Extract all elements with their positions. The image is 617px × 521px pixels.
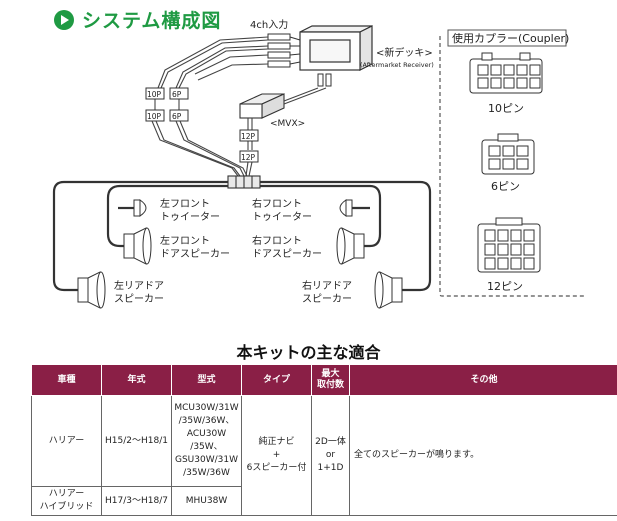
header-year: 年式 <box>101 364 172 396</box>
input-label: 4ch入力 <box>250 18 288 31</box>
main-harness <box>151 120 248 177</box>
coupler-10pin-label: 10ピン <box>488 102 524 115</box>
cell-other: 全てのスピーカーが鳴ります。 <box>349 395 617 516</box>
code-line: /35W/36W <box>183 468 230 478</box>
lf-tweeter-label-2: トゥイーター <box>160 211 220 223</box>
header-type: タイプ <box>241 364 312 396</box>
rf-tweeter-label-2: トゥイーター <box>252 211 312 223</box>
lr-door-label-1: 左リアドア <box>114 279 164 292</box>
cell-code: MCU30W/31W /35W/36W、 ACU30W /35W、 GSU30W… <box>171 395 242 487</box>
fitment-title: 本キットの主な適合 <box>236 343 381 362</box>
table-row: ハリアー H15/2〜H18/1 MCU30W/31W /35W/36W、 AC… <box>31 395 617 516</box>
left-rear-door-speaker-icon <box>77 271 106 309</box>
conn-6p-upper: 6P <box>172 90 182 99</box>
type-line: 6スピーカー付 <box>246 463 307 473</box>
conn-10p-upper: 10P <box>147 90 162 99</box>
code-line: /35W、 <box>190 442 223 452</box>
table-row: ハリアー ハイブリッド H17/3〜H18/7 MHU38W <box>31 486 617 516</box>
code-line: MCU30W/31W <box>174 403 239 413</box>
header-max: 最大 取付数 <box>311 364 350 396</box>
cell-max: 2D一体 or 1+1D <box>311 395 350 516</box>
aftermarket-deck-icon <box>299 25 373 71</box>
rr-door-label-2: スピーカー <box>302 293 352 305</box>
max-line: 1+1D <box>317 463 344 473</box>
conn-6p-lower: 6P <box>172 112 182 121</box>
cell-model: ハリアー <box>31 395 102 487</box>
rf-door-label-1: 右フロント <box>252 234 302 247</box>
hub-connector-icon <box>227 175 261 189</box>
lf-tweeter-label-1: 左フロント <box>160 197 210 210</box>
coupler-box <box>439 36 584 297</box>
right-rear-door-speaker-icon <box>374 271 403 309</box>
connector-12p-pair <box>239 129 259 163</box>
code-line: GSU30W/31W <box>174 455 238 465</box>
model-line: ハイブリッド <box>39 502 94 512</box>
cell-code: MHU38W <box>171 486 242 516</box>
diagram-title: システム構成図 <box>82 10 222 32</box>
rr-door-label-1: 右リアドア <box>302 279 352 292</box>
coupler-12pin-icon <box>477 217 541 273</box>
left-front-door-speaker-icon <box>123 227 152 265</box>
left-tweeter-icon <box>133 199 147 217</box>
cell-year: H17/3〜H18/7 <box>101 486 172 516</box>
mvx-wires <box>245 87 327 177</box>
deck-label: <新デッキ> <box>376 46 433 59</box>
rf-tweeter-label-1: 右フロント <box>252 197 302 210</box>
model-line: ハリアー <box>48 489 85 499</box>
header-model: 車種 <box>31 364 102 396</box>
coupler-6pin-label: 6ピン <box>491 180 520 193</box>
max-line: 2D一体 <box>315 437 346 447</box>
mvx-unit-icon <box>239 93 285 119</box>
right-front-door-speaker-icon <box>336 227 365 265</box>
lf-door-label-1: 左フロント <box>160 234 210 247</box>
cell-year: H15/2〜H18/1 <box>101 395 172 487</box>
connector-10p-6p-lower <box>145 99 189 122</box>
section-header: システム構成図 <box>0 0 617 40</box>
header-other: その他 <box>349 364 617 396</box>
deck-output-plugs <box>317 73 332 87</box>
code-line: /35W/36W、 <box>178 416 235 426</box>
conn-10p-lower: 10P <box>147 112 162 121</box>
rf-door-label-2: ドアスピーカー <box>252 248 322 260</box>
play-icon <box>54 10 74 30</box>
cell-type: 純正ナビ + 6スピーカー付 <box>241 395 312 516</box>
fitment-table: 車種 年式 型式 タイプ 最大 取付数 その他 ハリアー H15/2〜H18/1… <box>31 364 617 516</box>
lf-door-label-2: ドアスピーカー <box>160 248 230 260</box>
type-line: + <box>272 450 281 460</box>
cell-model: ハリアー ハイブリッド <box>31 486 102 516</box>
header-code: 型式 <box>171 364 242 396</box>
coupler-10pin-icon <box>469 52 543 94</box>
input-harness <box>157 36 269 89</box>
conn-12p-upper: 12P <box>241 132 256 141</box>
type-line: 純正ナビ <box>258 437 295 447</box>
coupler-title-box <box>447 29 567 47</box>
speaker-wiring <box>52 180 432 292</box>
table-header-row: 車種 年式 型式 タイプ 最大 取付数 その他 <box>31 364 617 396</box>
coupler-12pin-label: 12ピン <box>487 280 523 293</box>
right-tweeter-icon <box>339 199 353 217</box>
conn-12p-lower: 12P <box>241 153 256 162</box>
coupler-title: 使用カプラー(Coupler) <box>452 32 569 45</box>
coupler-6pin-icon <box>481 133 535 175</box>
deck-sublabel: (Aftermarket Receiver) <box>360 61 434 69</box>
rca-connectors-icon <box>267 33 301 68</box>
lr-door-label-2: スピーカー <box>114 293 164 305</box>
max-line: or <box>325 450 336 460</box>
code-line: ACU30W <box>186 429 227 439</box>
mvx-label: <MVX> <box>270 119 305 129</box>
system-diagram: 使用カプラー(Coupler) 10ピン 6ピン <box>52 18 584 309</box>
